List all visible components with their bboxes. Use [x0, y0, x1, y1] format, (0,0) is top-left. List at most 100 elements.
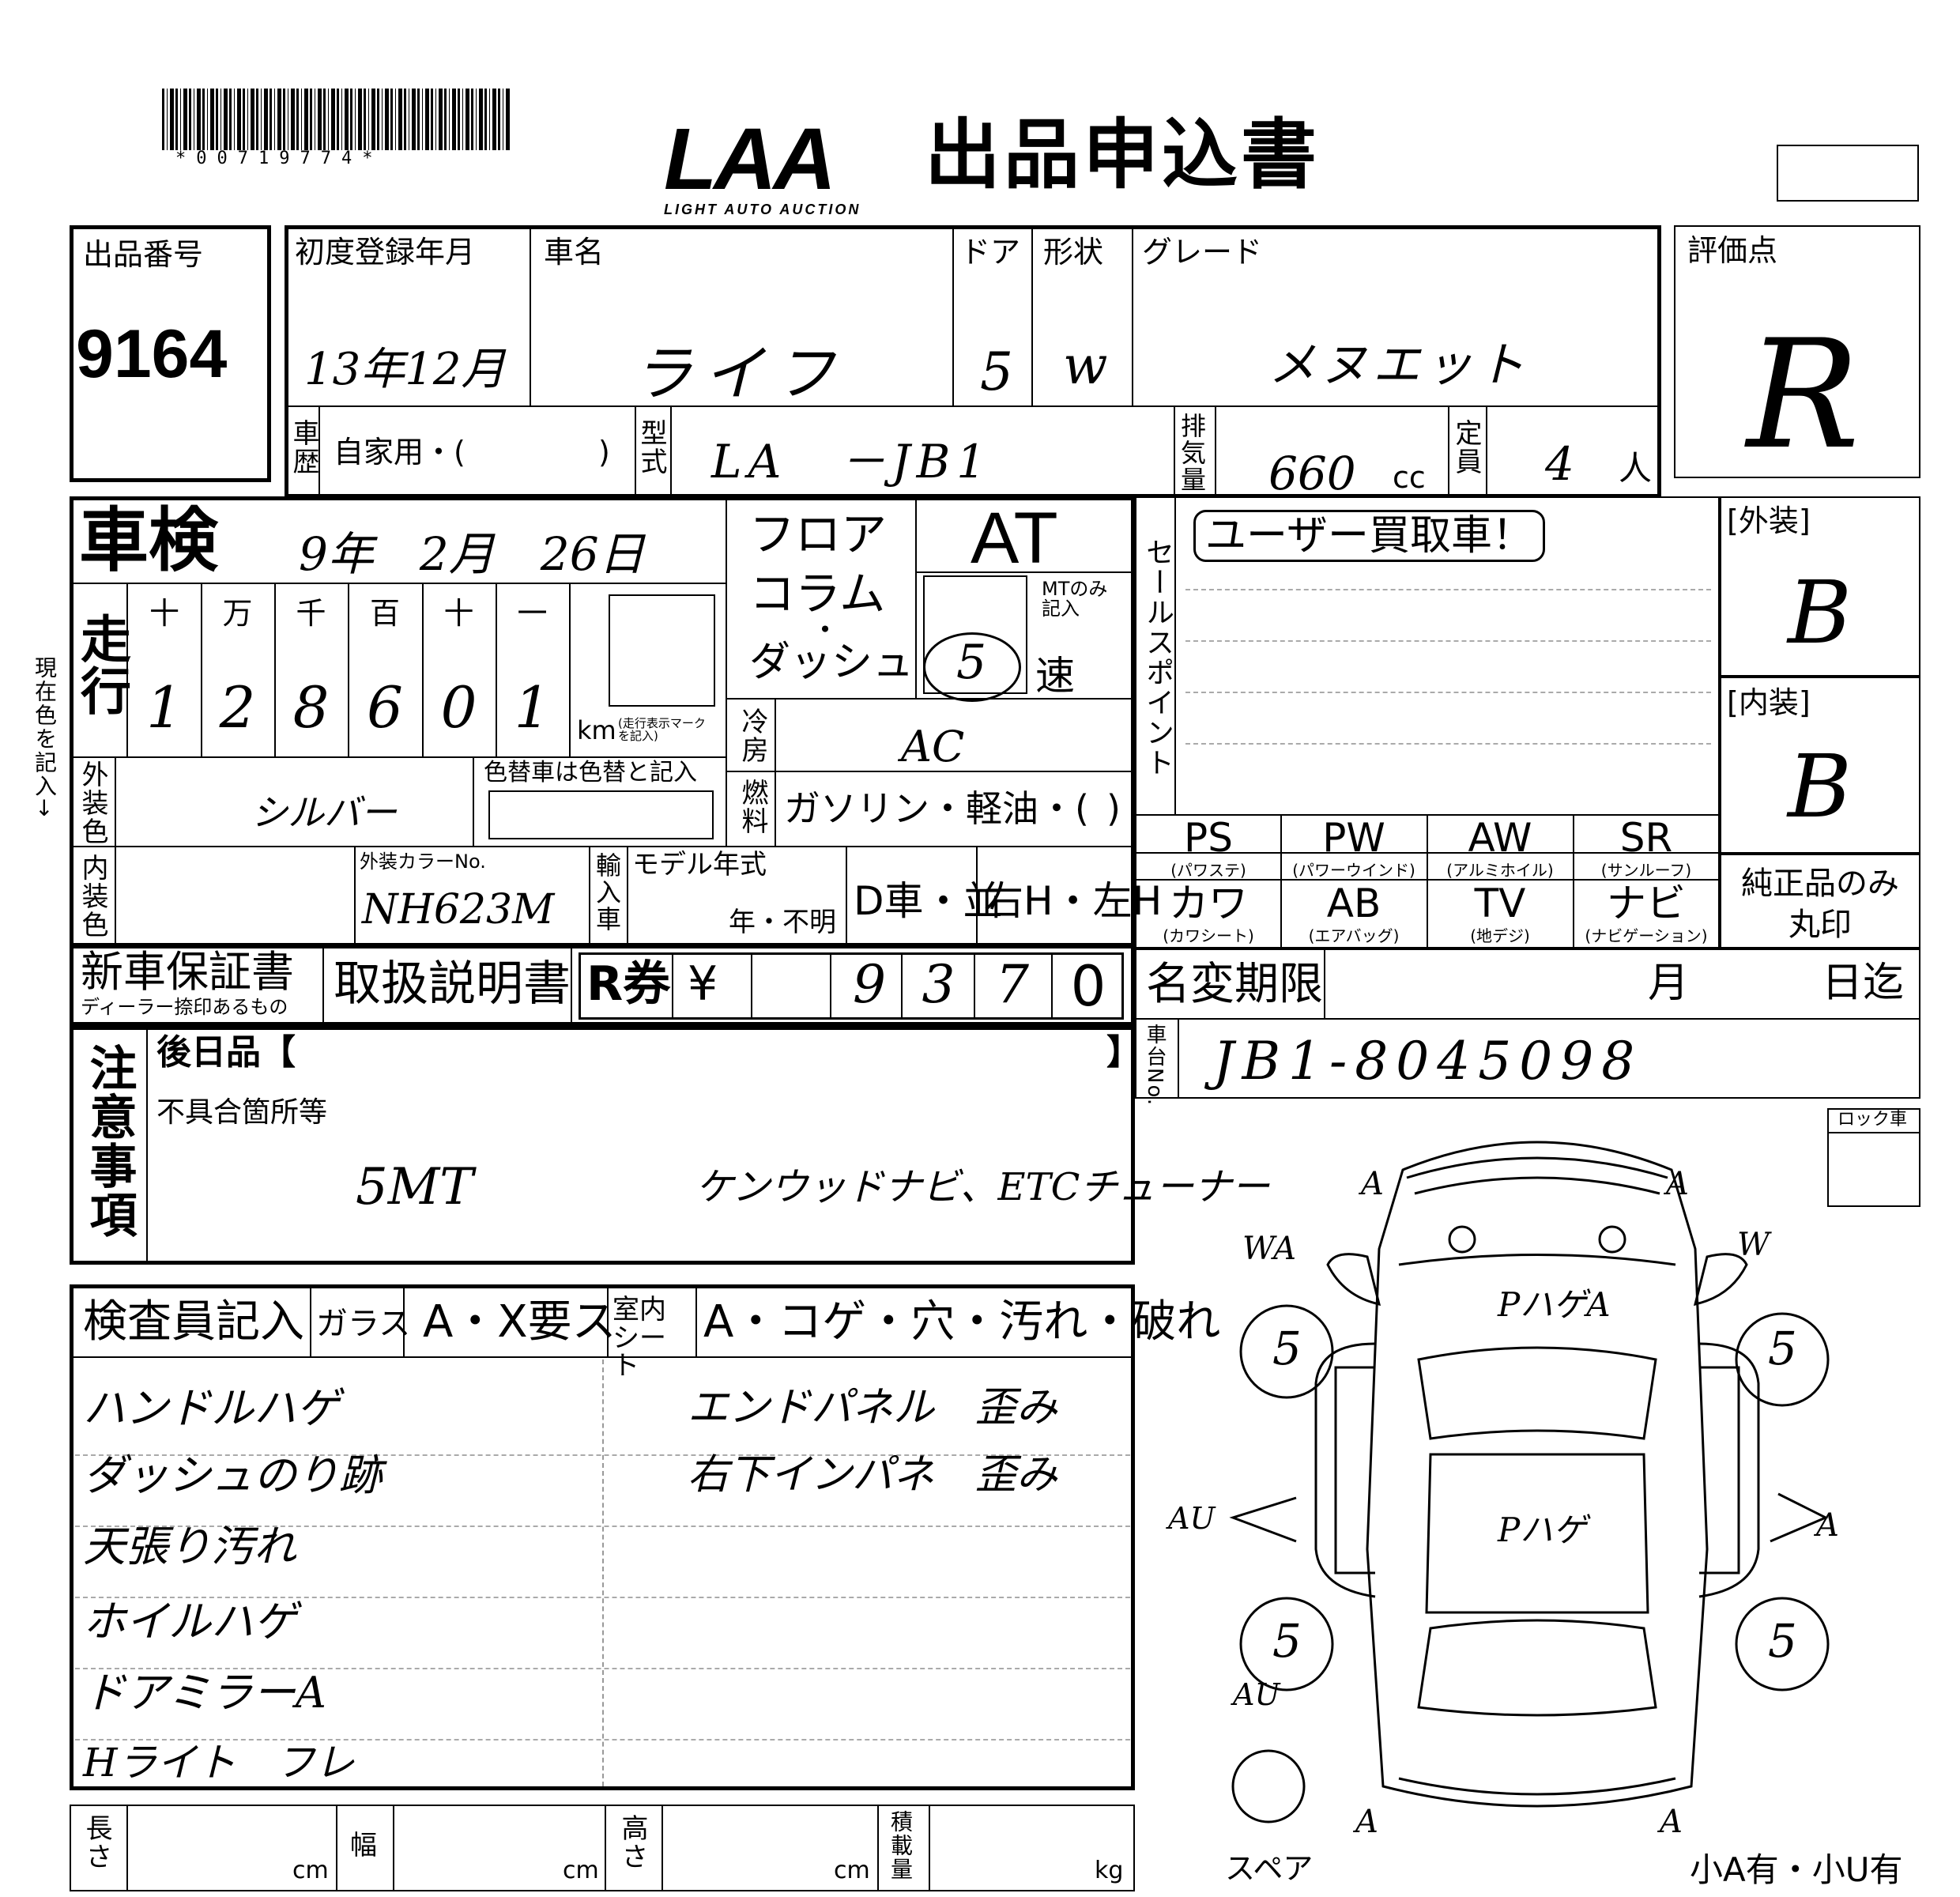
recycle-digit-4: 3: [922, 954, 956, 1015]
inspector-note-6: Hライト フレ: [83, 1740, 355, 1786]
digit-label-100k: 十: [149, 596, 179, 631]
equip-pw[interactable]: PW (パワーウインド): [1282, 818, 1426, 881]
diagram-mark-right: A: [1816, 1507, 1839, 1544]
equip-tv[interactable]: TV (地デジ): [1428, 884, 1572, 946]
recycle-digit-6: 0: [1070, 954, 1106, 1019]
car-name-label: 車名: [544, 235, 605, 270]
digit-label-10k: 万: [222, 596, 253, 631]
digit-label-1: 一: [517, 596, 548, 631]
fuel-close: ): [1106, 787, 1121, 830]
name-change-label: 名変期限: [1146, 959, 1323, 1010]
equip-ab[interactable]: AB (エアバッグ): [1282, 884, 1426, 946]
color-no-value: NH623M: [362, 886, 555, 933]
genuine-line1: 純正品のみ: [1741, 866, 1899, 902]
glass-label: ガラス: [316, 1306, 411, 1342]
diagram-mark-left: AU: [1168, 1501, 1216, 1536]
diagram-mark-rear-bumper-r: A: [1660, 1804, 1683, 1840]
glass-value: A・X要ス: [423, 1296, 616, 1348]
name-change-month: 月: [1648, 960, 1690, 1007]
load-unit: kg: [1095, 1857, 1124, 1884]
exterior-grade-value: B: [1788, 562, 1852, 663]
shifter-column: コラム: [749, 567, 886, 620]
import-label: 輸入車: [592, 852, 622, 933]
score-value: R: [1747, 307, 1860, 482]
recycle-digit-3: 9: [853, 954, 886, 1015]
spare-label: スペア: [1225, 1851, 1314, 1886]
equip-ps[interactable]: PS (パワステ): [1136, 818, 1280, 881]
fuel-value: ガソリン・軽油・(: [784, 787, 1089, 830]
transmission-type: AT: [971, 498, 1058, 579]
diagram-mark-2: A: [1666, 1166, 1689, 1202]
digit-label-100: 百: [369, 596, 400, 631]
form-title: 出品申込書: [925, 111, 1320, 199]
mt-note: MTのみ記入: [1042, 578, 1108, 620]
diagram-mark-3: WA: [1242, 1231, 1297, 1267]
equip-aw[interactable]: AW (アルミホイル): [1428, 818, 1572, 881]
diagram-mark-roof: Pハゲ: [1498, 1510, 1587, 1549]
vehicle-info-box: [285, 225, 1661, 498]
manual-label: 取扱説明書: [334, 956, 571, 1012]
capacity-value: 4: [1545, 437, 1574, 491]
inspection-label: 車検: [79, 500, 219, 581]
history-label: 車歴: [288, 419, 319, 476]
wheel-mark-rr: 5: [1768, 1614, 1797, 1668]
door-value: 5: [980, 341, 1013, 402]
seat-label: 室内シート: [612, 1294, 666, 1382]
repaint-field[interactable]: [488, 790, 714, 839]
car-diagram: [1229, 1141, 1830, 1823]
seat-value: A・コゲ・穴・汚れ・破れ: [703, 1296, 1221, 1348]
logo-text: LAA: [664, 111, 836, 208]
model-value: LA －JB1: [711, 435, 993, 488]
mileage-digits: 十 万 千 百 十 一 1 2 8 6 0 1: [128, 584, 571, 756]
equip-navi-code: ナビ: [1607, 881, 1686, 926]
score-box: [1674, 225, 1920, 478]
warranty-label: 新車保証書: [81, 947, 294, 997]
equip-sr-desc: (サンルーフ): [1600, 861, 1692, 880]
diagram-footer: 小A有・小U有: [1690, 1850, 1903, 1889]
mileage-unit-note: (走行表示マーク を記入): [618, 716, 706, 743]
equip-ps-code: PS: [1184, 815, 1233, 861]
score-label: 評価点: [1687, 233, 1778, 268]
height-unit: cm: [834, 1857, 870, 1884]
speed-unit: 速: [1035, 653, 1075, 699]
equip-pw-desc: (パワーウインド): [1292, 861, 1415, 880]
exterior-color-label: 外装色: [77, 760, 108, 846]
inspection-value: 9年 2月 26日: [299, 527, 645, 581]
user-buyback-badge: ユーザー買取車！: [1193, 510, 1545, 562]
diagram-mark-1: A: [1361, 1166, 1384, 1202]
grade-label: グレード: [1142, 235, 1263, 270]
equip-ab-desc: (エアバッグ): [1308, 926, 1400, 945]
exterior-grade-label: [外装]: [1727, 503, 1811, 538]
shape-label: 形状: [1043, 235, 1104, 270]
inspector-note-5: ドアミラーA: [83, 1668, 326, 1718]
digit-100: 6: [367, 674, 403, 741]
equip-navi-desc: (ナビゲーション): [1585, 926, 1708, 945]
genuine-box: [1720, 854, 1920, 948]
displacement-label: 排気量: [1177, 413, 1207, 493]
first-reg-value: 13年12月: [304, 344, 506, 395]
name-change-day: 日迄: [1822, 960, 1905, 1007]
equip-ab-code: AB: [1326, 881, 1381, 926]
fuel-label: 燃料: [737, 779, 768, 835]
equip-tv-code: TV: [1474, 881, 1526, 926]
listing-number-box: [70, 225, 271, 482]
digit-10: 0: [440, 674, 477, 741]
sales-point-label: セールスポイント: [1141, 537, 1174, 778]
dimensions-row: [70, 1805, 1135, 1891]
listing-number-label: 出品番号: [83, 237, 204, 272]
mileage-label: 走行: [72, 613, 130, 717]
equip-navi[interactable]: ナビ (ナビゲーション): [1574, 884, 1718, 946]
equip-leather[interactable]: カワ (カワシート): [1136, 884, 1280, 946]
equip-leather-code: カワ: [1169, 881, 1248, 926]
recycle-digit-5: 7: [996, 954, 1029, 1015]
digit-1: 1: [514, 674, 551, 741]
equip-sr[interactable]: SR (サンルーフ): [1574, 818, 1718, 881]
width-unit: cm: [563, 1857, 599, 1884]
ac-value: AC: [901, 722, 965, 771]
equip-pw-code: PW: [1322, 815, 1385, 861]
history-options: 自家用・(: [334, 435, 466, 470]
top-right-box: [1777, 145, 1919, 202]
capacity-unit: 人: [1619, 449, 1653, 488]
interior-grade-label: [内装]: [1727, 685, 1811, 720]
warranty-note: ディーラー捺印あるもの: [81, 996, 288, 1018]
